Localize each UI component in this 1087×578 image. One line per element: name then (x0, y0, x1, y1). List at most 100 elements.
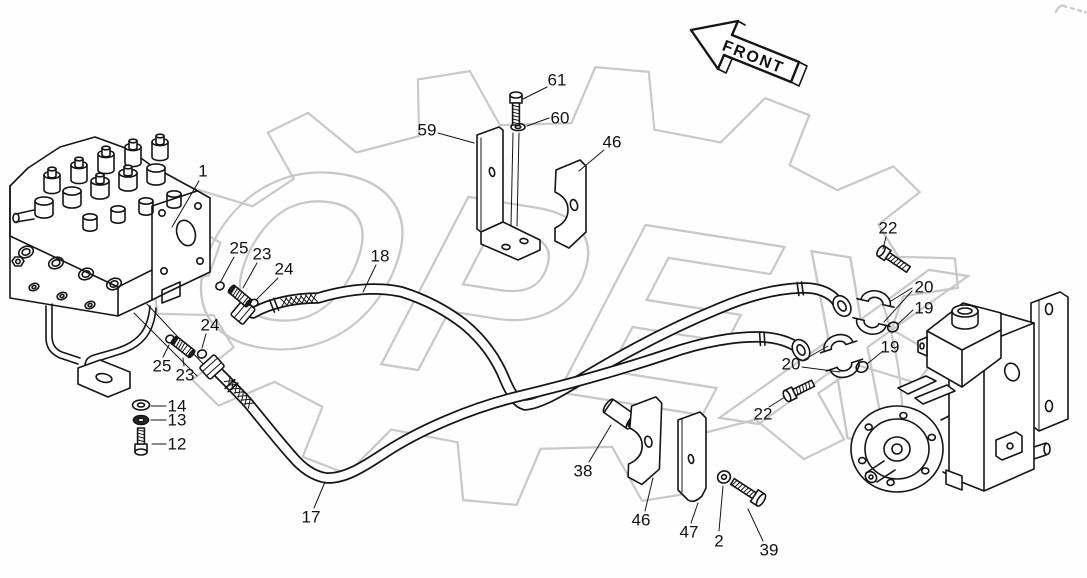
callout-leader (866, 350, 884, 365)
callout-leader (578, 149, 605, 172)
valve-bolt-hole (160, 266, 169, 275)
washer-14-hole (136, 402, 146, 408)
valve-cap (124, 146, 142, 168)
front-arrow-depth (717, 20, 808, 87)
callout-leader (883, 290, 913, 323)
callout-leader (588, 424, 612, 463)
mount-bracket (45, 303, 157, 398)
pump-face-hub (883, 436, 911, 462)
bracket-59-foot-hole (519, 237, 529, 245)
braid-patch (223, 375, 255, 409)
callout-leader (897, 309, 914, 325)
valve-hex-plug (11, 256, 25, 267)
watermark: OPEX (152, 4, 1087, 506)
callout-20: 20 (915, 278, 934, 297)
callout-22: 22 (879, 219, 898, 238)
valve-port-small (84, 300, 96, 310)
valve-caps (34, 133, 182, 232)
hose-18-flange (832, 294, 852, 318)
callout-leader (718, 485, 724, 532)
valve-port (77, 267, 95, 281)
valve-port-inner (21, 248, 31, 256)
bracket-foot (77, 359, 131, 398)
valve-port-small (56, 291, 68, 301)
hydraulic-pump-assembly (850, 291, 1069, 493)
valve-cap-top (95, 172, 105, 178)
callout-18: 18 (371, 247, 390, 266)
callout-leader (362, 264, 377, 293)
flange-clamp-20 (852, 316, 891, 336)
washers-and-bolt-12-13-14 (131, 399, 151, 426)
plate-47 (677, 411, 707, 503)
hose-ferrule (224, 378, 239, 393)
valve-side-stub (15, 209, 35, 223)
valve-end-oval (175, 219, 197, 247)
connector-23 (170, 335, 196, 359)
pump-plate-hole (1044, 302, 1054, 316)
callout-46: 46 (632, 511, 651, 530)
valve-port-inner (81, 270, 91, 278)
valve-cap-top (101, 145, 111, 151)
clamp-46-bottom (627, 396, 663, 486)
valve-bottom-tab (161, 281, 181, 304)
valve-port (47, 256, 65, 270)
valve-port-inner (51, 259, 61, 267)
adapter-fittings (165, 281, 259, 359)
callout-60: 60 (551, 109, 570, 128)
clamp-46-top (554, 159, 587, 249)
callout-1: 1 (198, 162, 207, 181)
bracket-59-foot-hole (501, 243, 511, 251)
valve-cap-top (128, 138, 138, 144)
callout-17: 17 (302, 508, 321, 527)
pump-filler-neck-inner (957, 307, 973, 315)
front-arrow: FRONT (689, 19, 808, 87)
gear-watermark-outline (152, 66, 960, 506)
callout-leader (256, 277, 279, 300)
hose-ferrule (268, 297, 280, 313)
callout-leader (220, 256, 235, 282)
valve-cap-top (146, 163, 166, 173)
pump-link-arm (897, 375, 937, 395)
valve-bolt-hole (158, 209, 167, 218)
pump-bottom-stub (945, 469, 963, 491)
control-valve-assembly (9, 133, 211, 377)
callout-23: 23 (253, 245, 272, 264)
o-ring-25 (215, 281, 225, 291)
callout-23: 23 (176, 366, 195, 385)
bracket-59-hole (488, 166, 496, 178)
pump-face-ring (864, 418, 930, 480)
valve-cap-top (34, 196, 54, 206)
valve-cap-top (110, 205, 126, 213)
callout-leader (522, 86, 548, 100)
callout-leader (437, 132, 475, 144)
washer-2 (716, 470, 732, 484)
pump-face-bolt-hole (886, 478, 895, 487)
pump-shaft-center (891, 443, 903, 455)
bolt-projection-lines (510, 132, 520, 227)
bolt-22-lower (782, 379, 816, 403)
pump-face-bolt-hole (899, 411, 908, 420)
callout-20: 20 (782, 355, 801, 374)
valve-port-inner (109, 280, 119, 288)
hose-ferrule (758, 331, 766, 347)
callout-24: 24 (275, 260, 294, 279)
hose-17-core (214, 332, 802, 483)
valve-side-stub-end (12, 212, 20, 224)
pump-lug (917, 336, 928, 357)
hose-17-nut (199, 354, 225, 380)
valve-bolt-hole (196, 256, 205, 265)
callout-47: 47 (680, 523, 699, 542)
pump-face-bolt-hole (920, 467, 930, 475)
hose-ferrule (796, 281, 805, 297)
valve-bolt-hole (194, 202, 203, 211)
callout-61: 61 (548, 71, 567, 90)
valve-cap (97, 153, 115, 175)
callout-leader (182, 357, 185, 367)
callout-14: 14 (168, 397, 187, 416)
callout-59: 59 (418, 121, 437, 140)
pump-reservoir-edges (926, 329, 1002, 388)
pump-reservoir (926, 302, 1002, 388)
valve-cap-top (166, 190, 182, 198)
